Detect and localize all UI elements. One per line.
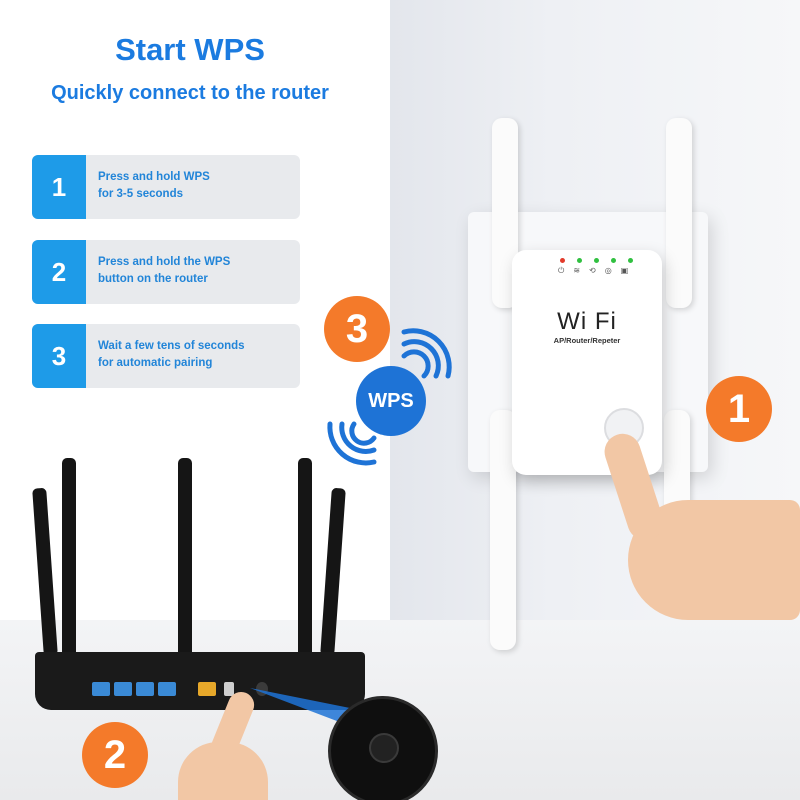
step-description: Press and hold WPS for 3-5 seconds	[98, 169, 288, 203]
step-line: for automatic pairing	[98, 357, 213, 369]
step-line: Wait a few tens of seconds	[98, 340, 245, 352]
wifi-led	[577, 258, 582, 263]
wps-signal-bubble: WPS	[356, 366, 426, 436]
power-icon: ⏻	[558, 266, 565, 275]
led-indicators	[560, 258, 633, 263]
step-description: Press and hold the WPS button on the rou…	[98, 254, 288, 288]
badge-step-1: 1	[706, 376, 772, 442]
router-wps-button[interactable]	[369, 733, 399, 763]
signal-led	[611, 258, 616, 263]
lan-port	[158, 682, 176, 696]
power-led	[560, 258, 565, 263]
wifi-signal-icon	[327, 421, 377, 466]
router-antenna	[62, 458, 76, 658]
router-wps-zoom	[328, 696, 438, 800]
step-description: Wait a few tens of seconds for automatic…	[98, 338, 288, 372]
extender-antenna-bottom-left	[490, 410, 516, 650]
lan-port	[136, 682, 154, 696]
extender-model-label: AP/Router/Repeter	[553, 336, 621, 345]
step-line: for 3-5 seconds	[98, 188, 183, 200]
wps-icon: ⟲	[589, 266, 596, 275]
lan-port	[92, 682, 110, 696]
lan-led	[628, 258, 633, 263]
wifi-signal-icon	[401, 328, 452, 379]
zoom-pointer	[250, 688, 350, 726]
usb-port	[224, 682, 234, 696]
lan-icon: ▣	[620, 266, 629, 275]
led-icon-row: ⏻ ≋ ⟲ ◎ ▣	[558, 266, 628, 276]
page-title: Start WPS	[115, 32, 265, 67]
badge-step-3: 3	[324, 296, 390, 362]
wifi-icon: ≋	[573, 266, 581, 275]
step-card-2: 2 Press and hold the WPS button on the r…	[32, 240, 300, 304]
extender-antenna-top-right	[666, 118, 692, 308]
wifi-extender: ⏻ ≋ ⟲ ◎ ▣ Wi Fi AP/Router/Repeter	[512, 250, 662, 475]
step-card-1: 1 Press and hold WPS for 3-5 seconds	[32, 155, 300, 219]
step-card-3: 3 Wait a few tens of seconds for automat…	[32, 324, 300, 388]
page-subtitle: Quickly connect to the router	[51, 82, 329, 104]
step-number: 1	[32, 155, 86, 219]
wan-port	[198, 682, 216, 696]
router-antenna	[298, 458, 312, 658]
lan-port	[114, 682, 132, 696]
step-line: Press and hold the WPS	[98, 256, 231, 268]
wifi-logo: Wi Fi	[557, 308, 617, 335]
badge-step-2: 2	[82, 722, 148, 788]
step-line: Press and hold WPS	[98, 171, 210, 183]
wps-led	[594, 258, 599, 263]
step-line: button on the router	[98, 273, 208, 285]
step-number: 3	[32, 324, 86, 388]
signal-icon: ◎	[604, 266, 612, 275]
router-antenna	[178, 458, 192, 658]
step-number: 2	[32, 240, 86, 304]
